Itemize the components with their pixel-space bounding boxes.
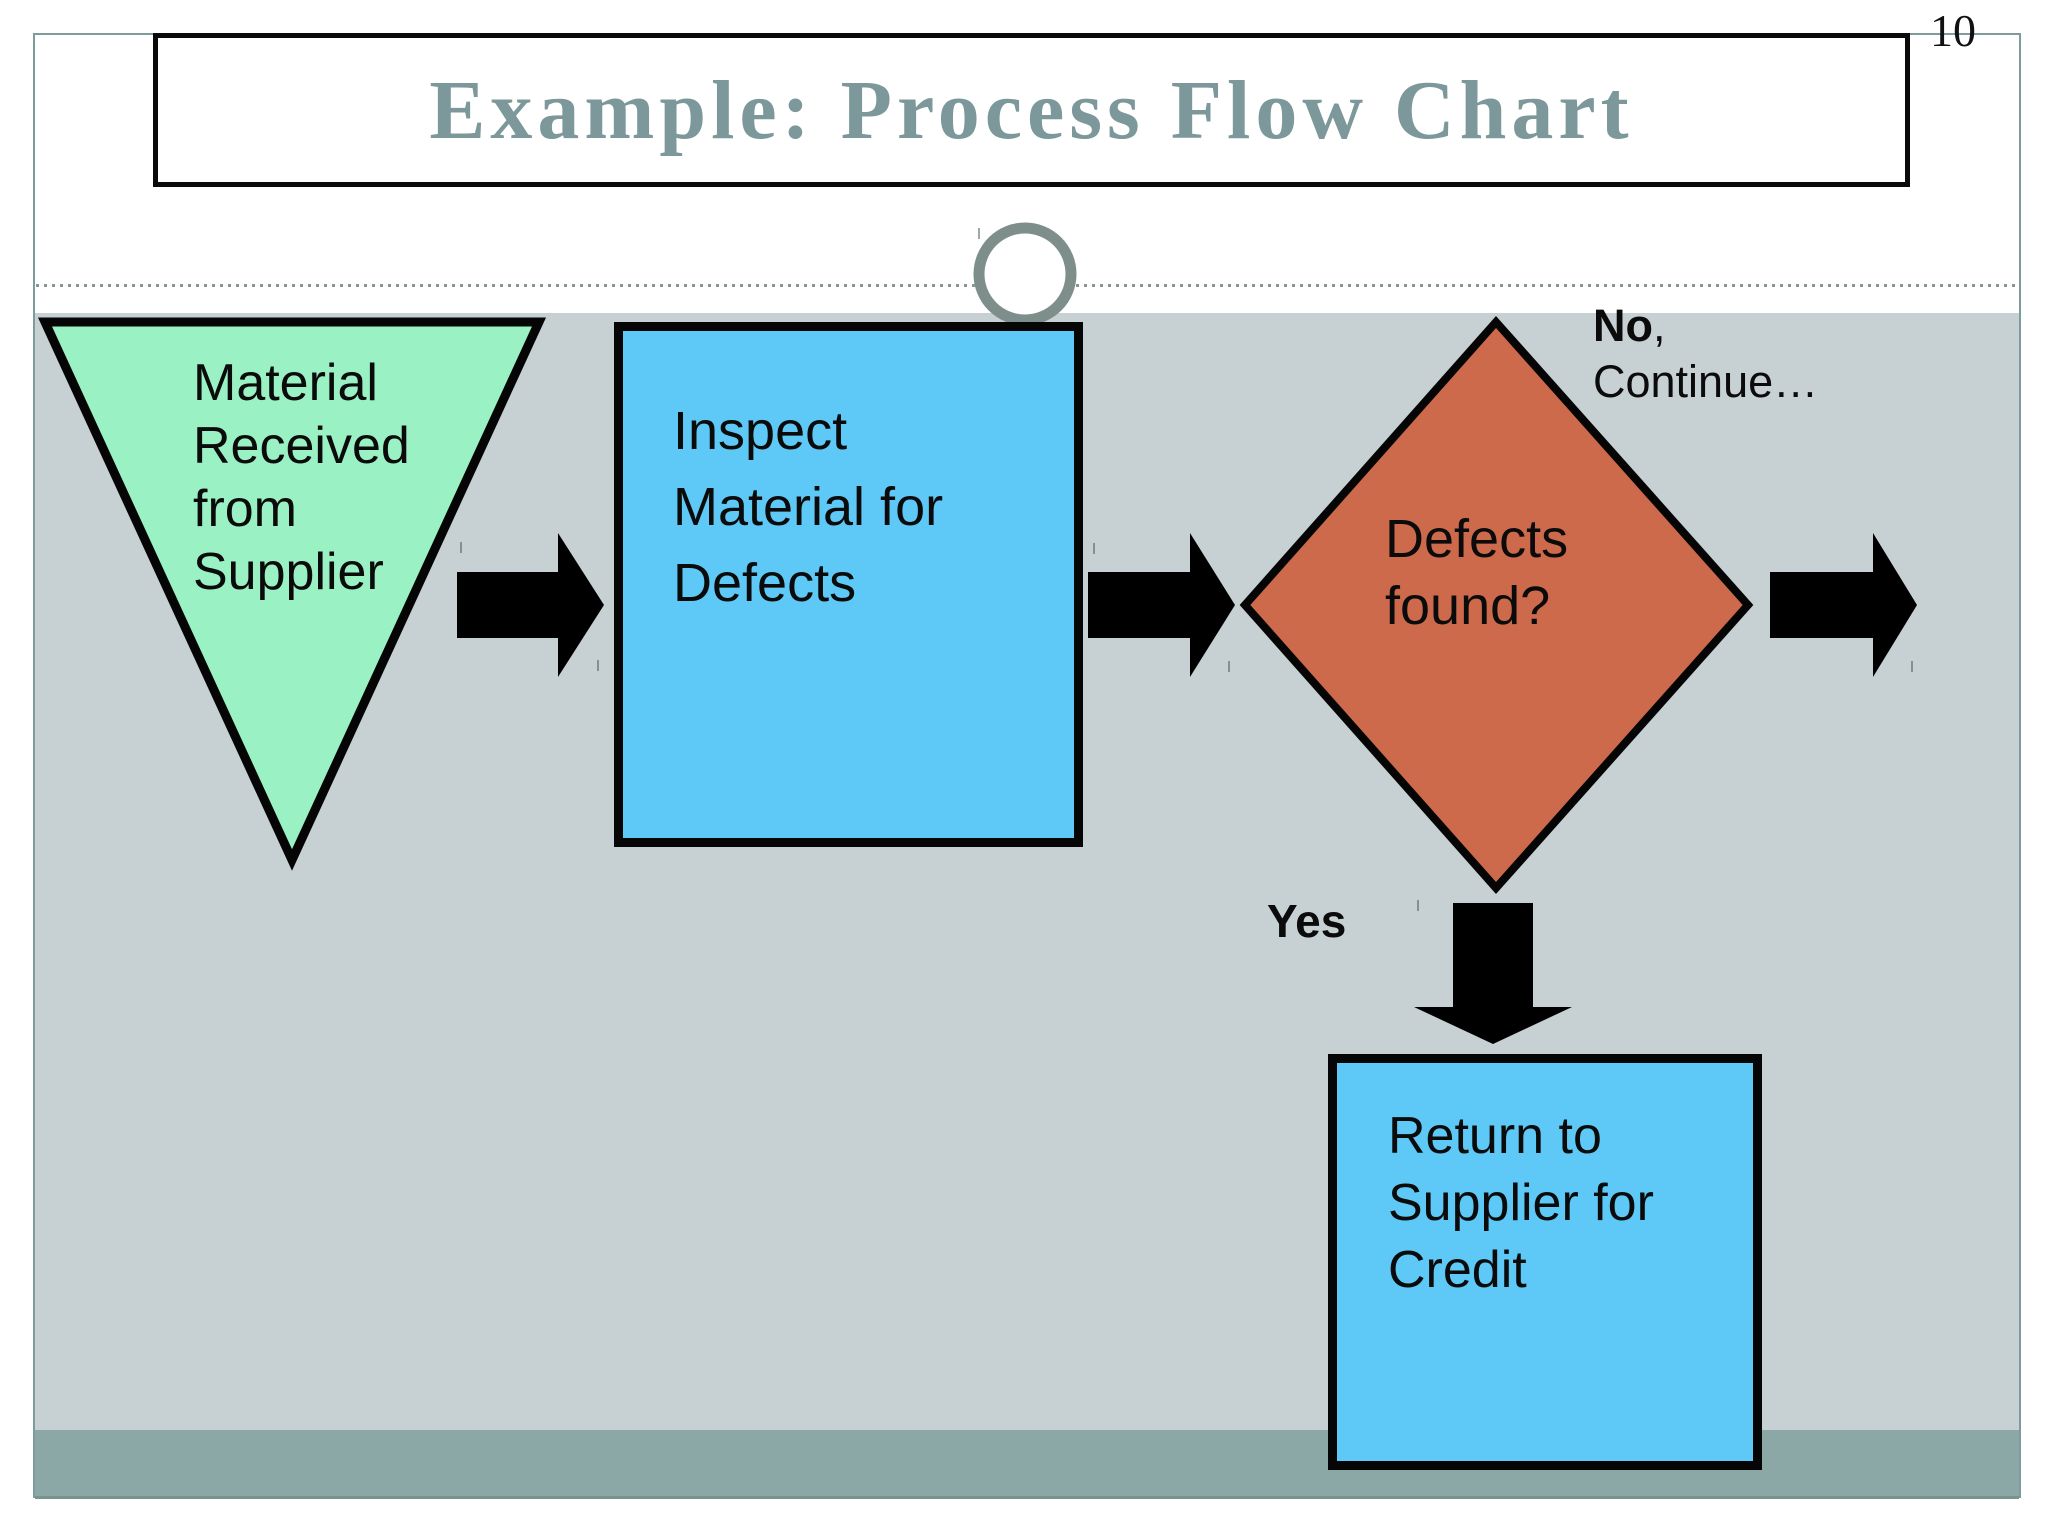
label-line: Return to <box>1388 1107 1602 1165</box>
inspect-material-box <box>614 322 1083 847</box>
no-bold-text: No <box>1593 300 1653 351</box>
decision-diamond-shape <box>1239 315 1754 895</box>
label-line: Defects <box>1385 509 1569 569</box>
scan-artifact-tick <box>1228 661 1230 672</box>
decision-diamond-label: Defects found? <box>1385 506 1568 640</box>
page-title: Example: Process Flow Chart <box>429 63 1634 157</box>
label-line: Continue… <box>1593 356 1819 407</box>
label-line: No, <box>1593 298 1818 354</box>
inspect-material-label: Inspect Material for Defects <box>673 393 943 621</box>
right-arrow-icon <box>457 533 604 677</box>
label-line: Supplier for <box>1388 1174 1654 1232</box>
start-triangle-label: Material Received from Supplier <box>193 352 410 604</box>
scan-artifact-tick <box>978 228 980 239</box>
start-triangle-shape <box>37 317 547 871</box>
label-line: from <box>193 480 297 538</box>
label-line: Credit <box>1388 1241 1527 1299</box>
branch-no-label: No, Continue… <box>1593 298 1818 410</box>
label-line: Defects <box>673 553 857 613</box>
title-box: Example: Process Flow Chart <box>153 33 1910 187</box>
scan-artifact-tick <box>1093 543 1095 554</box>
label-line: Material <box>193 354 378 412</box>
page-number: 10 <box>1930 5 1976 56</box>
down-arrow-icon <box>1414 903 1572 1044</box>
right-arrow-icon <box>1088 533 1235 677</box>
label-line: Supplier <box>193 543 384 601</box>
right-arrow-icon <box>1770 533 1917 677</box>
scan-artifact-tick <box>597 660 599 671</box>
template-circle-ornament <box>973 222 1077 326</box>
scan-artifact-tick <box>1417 900 1419 911</box>
branch-yes-label: Yes <box>1267 895 1347 947</box>
label-line: Material for <box>673 477 944 537</box>
scan-artifact-tick <box>460 542 462 553</box>
return-to-supplier-box <box>1328 1054 1762 1470</box>
label-line: Inspect <box>673 401 848 461</box>
return-to-supplier-label: Return to Supplier for Credit <box>1388 1103 1654 1304</box>
label-line: Received <box>193 417 410 475</box>
no-comma: , <box>1653 300 1666 351</box>
label-line: found? <box>1385 576 1551 636</box>
scan-artifact-tick <box>1911 661 1913 672</box>
